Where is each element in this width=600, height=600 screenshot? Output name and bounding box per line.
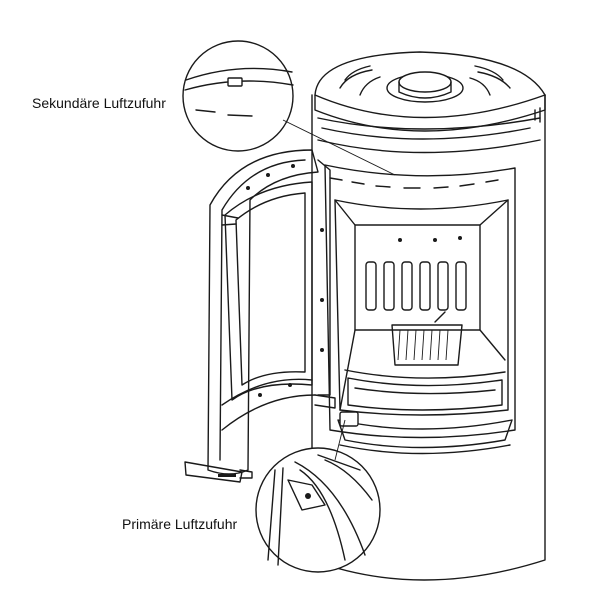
- primary-air-label: Primäre Luftzufuhr: [122, 516, 238, 532]
- secondary-air-callout: [182, 40, 396, 176]
- grate: [391, 311, 463, 366]
- door-handle[interactable]: [184, 461, 253, 483]
- secondary-air-label: Sekundäre Luftzufuhr: [32, 95, 166, 111]
- stove-door: [207, 149, 336, 475]
- primary-air-callout: [255, 419, 381, 573]
- back-wall-slots: [365, 236, 467, 311]
- secondary-air-slots: [329, 177, 499, 189]
- primary-air-slider[interactable]: [339, 411, 359, 427]
